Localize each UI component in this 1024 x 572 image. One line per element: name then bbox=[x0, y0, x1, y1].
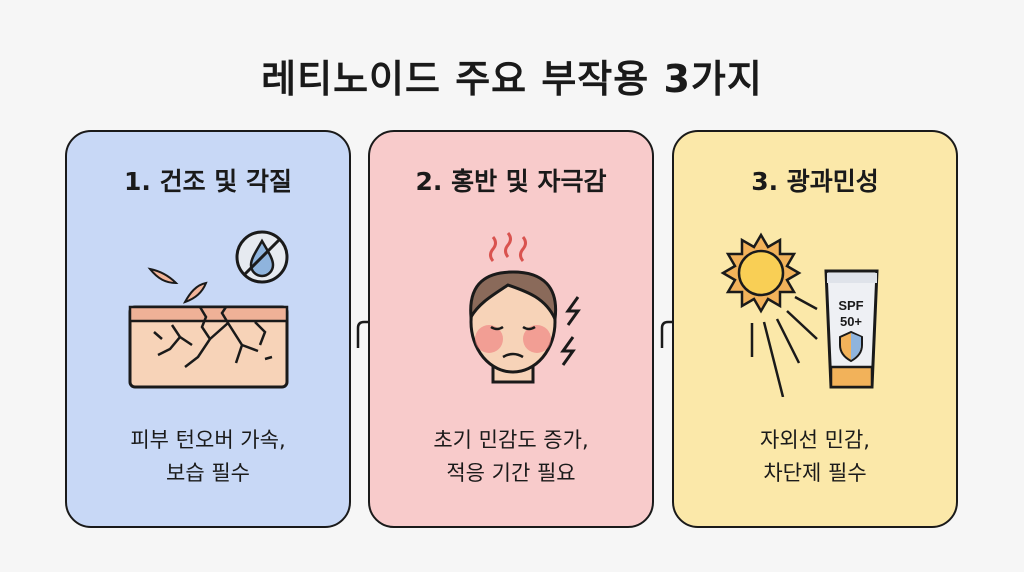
card-description: 초기 민감도 증가, 적응 기간 필요 bbox=[370, 424, 652, 490]
desc-line: 차단제 필수 bbox=[763, 461, 867, 485]
cracked-skin-icon bbox=[128, 230, 289, 389]
desc-line: 적응 기간 필요 bbox=[446, 461, 576, 485]
card-description: 자외선 민감, 차단제 필수 bbox=[674, 424, 956, 490]
irritated-face-icon bbox=[469, 232, 581, 384]
card-description: 피부 턴오버 가속, 보습 필수 bbox=[67, 424, 349, 490]
sun-sunscreen-icon: SPF 50+ bbox=[720, 232, 879, 397]
spf-value: 50+ bbox=[840, 314, 862, 329]
card-redness: 2. 홍반 및 자극감 초기 민감도 증가, 적응 기간 필요 bbox=[368, 130, 654, 528]
desc-line: 초기 민감도 증가, bbox=[433, 428, 589, 452]
card-heading: 3. 광과민성 bbox=[751, 167, 879, 196]
card-heading: 2. 홍반 및 자극감 bbox=[415, 167, 607, 196]
desc-line: 자외선 민감, bbox=[760, 428, 870, 452]
card-photosensitivity: 3. 광과민성 SPF 50+ 자외선 민감, 차단제 필수 bbox=[672, 130, 958, 528]
spf-label: SPF bbox=[838, 298, 863, 313]
desc-line: 피부 턴오버 가속, bbox=[130, 428, 286, 452]
desc-line: 보습 필수 bbox=[166, 461, 250, 485]
card-heading: 1. 건조 및 각질 bbox=[123, 167, 292, 196]
page-title: 레티노이드 주요 부작용 3가지 bbox=[261, 57, 763, 101]
card-dryness: 1. 건조 및 각질 피부 턴오버 가속, 보습 필수 bbox=[65, 130, 351, 528]
